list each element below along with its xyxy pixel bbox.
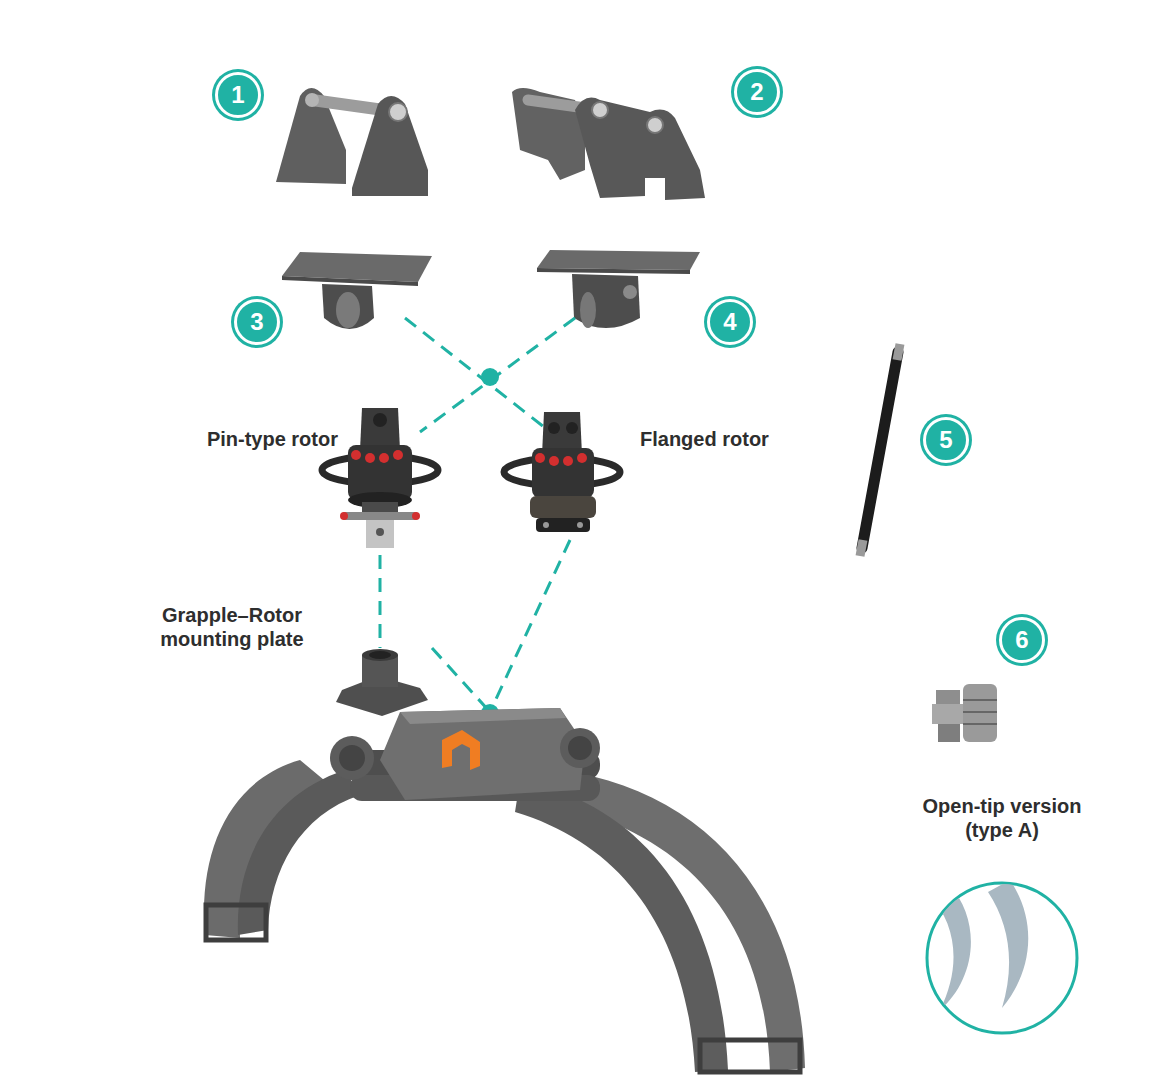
mount-plate-part [537, 250, 700, 328]
callout-number: 4 [707, 299, 753, 345]
callout-number: 5 [923, 417, 969, 463]
callout-text: 3 [250, 310, 263, 334]
callout-number: 1 [215, 72, 261, 118]
mounting-plate [336, 649, 428, 716]
callout-text: 2 [750, 80, 763, 104]
part-label: Open-tip version (type A) [902, 794, 1102, 842]
bracket-part [276, 88, 428, 196]
part-label: Pin-type rotor [130, 427, 338, 451]
grapple [204, 708, 805, 1072]
callout-number: 6 [999, 617, 1045, 663]
part-label: Grapple–Rotor mounting plate [138, 603, 326, 651]
hydraulic-hose [860, 344, 900, 556]
junction-dot [481, 368, 499, 386]
part-label: Flanged rotor [640, 427, 820, 451]
quick-coupler [932, 684, 997, 742]
bracket-part [512, 88, 705, 200]
callout-text: 4 [723, 310, 736, 334]
callout-number: 2 [734, 69, 780, 115]
callout-text: 6 [1015, 628, 1028, 652]
open-tip-detail [925, 880, 1077, 1033]
callout-text: 1 [231, 83, 244, 107]
callout-number: 3 [234, 299, 280, 345]
pin-rotor [322, 408, 438, 548]
mount-plate-part [282, 252, 432, 329]
flanged-rotor [504, 412, 620, 532]
callout-text: 5 [939, 428, 952, 452]
